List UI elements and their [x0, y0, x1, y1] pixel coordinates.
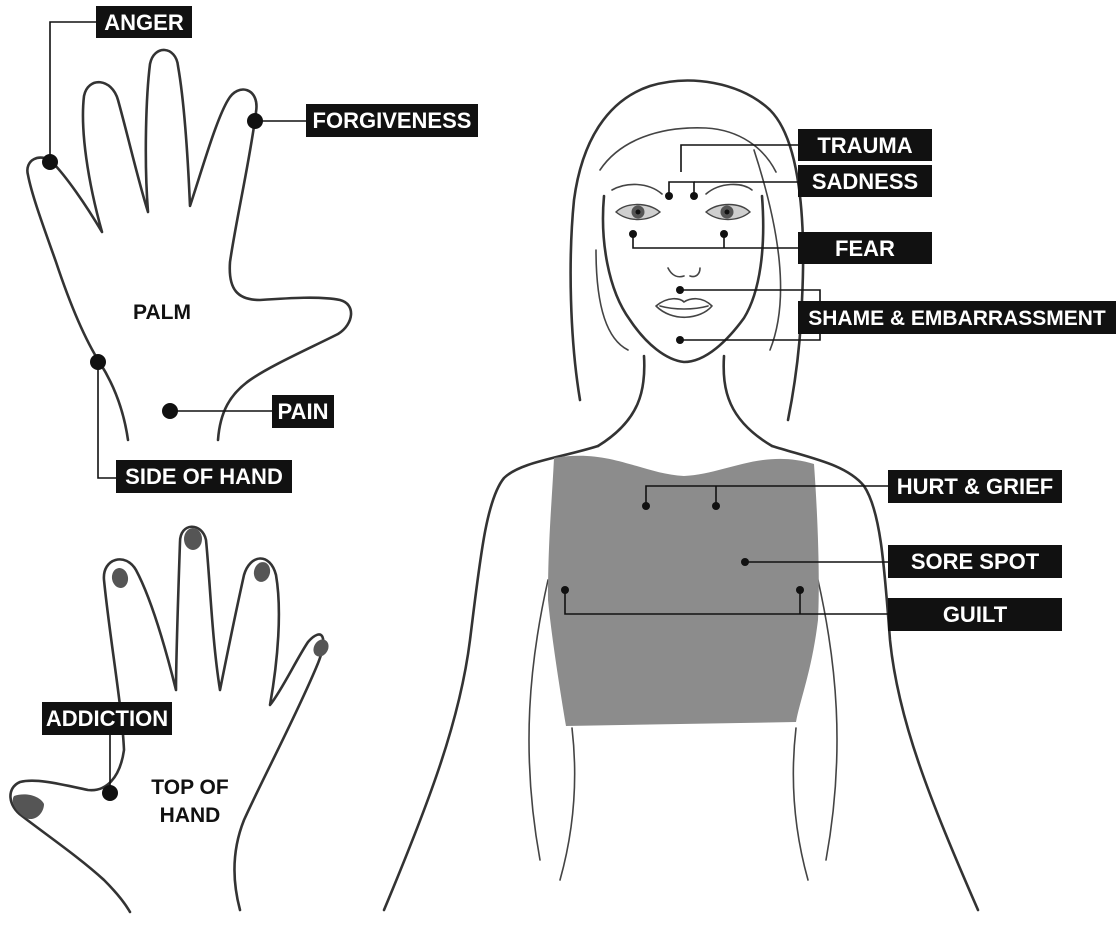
shame-label: SHAME & EMBARRASSMENT — [808, 307, 1106, 330]
forgiveness-label: FORGIVENESS — [313, 108, 472, 133]
addiction-tag: ADDICTION — [42, 702, 172, 735]
sore-spot-point — [741, 558, 749, 566]
guilt-point-right — [796, 586, 804, 594]
trauma-tag: TRAUMA — [798, 129, 932, 161]
pain-tag: PAIN — [272, 395, 334, 428]
right-eye — [706, 205, 750, 220]
thumb-nail — [13, 794, 44, 819]
fear-point-left — [629, 230, 637, 238]
guilt-point-left — [561, 586, 569, 594]
addiction-label: ADDICTION — [46, 706, 168, 731]
side-of-hand-tag: SIDE OF HAND — [116, 460, 292, 493]
forgiveness-point — [247, 113, 263, 129]
sore-spot-tag: SORE SPOT — [888, 545, 1062, 578]
sadness-label: SADNESS — [812, 169, 918, 194]
fear-tag: FEAR — [798, 232, 932, 264]
hurt-grief-point-left — [642, 502, 650, 510]
anger-tag: ANGER — [96, 6, 192, 38]
palm-caption: PALM — [133, 301, 191, 324]
anger-label: ANGER — [104, 10, 184, 35]
sore-spot-label: SORE SPOT — [911, 549, 1040, 574]
side-of-hand-label: SIDE OF HAND — [125, 464, 283, 489]
middle-nail — [184, 528, 202, 550]
shame-tag: SHAME & EMBARRASSMENT — [798, 301, 1116, 334]
anger-point — [42, 154, 58, 170]
trauma-label: TRAUMA — [817, 133, 912, 158]
pinky-nail — [310, 637, 331, 660]
hurt-grief-tag: HURT & GRIEF — [888, 470, 1062, 503]
top-of-hand-caption-line1: TOP OF — [151, 776, 229, 799]
pain-label: PAIN — [278, 399, 329, 424]
forgiveness-tag: FORGIVENESS — [306, 104, 478, 137]
left-eye — [616, 205, 660, 220]
guilt-label: GUILT — [943, 602, 1008, 627]
sadness-point-right — [690, 192, 698, 200]
top-of-hand-caption-line2: HAND — [160, 804, 221, 827]
addiction-point — [102, 785, 118, 801]
guilt-tag: GUILT — [888, 598, 1062, 631]
shame-point-chin — [676, 336, 684, 344]
fear-label: FEAR — [835, 236, 895, 261]
hurt-grief-point-right — [712, 502, 720, 510]
side-of-hand-point — [90, 354, 106, 370]
palm-hand-illustration — [27, 50, 351, 440]
hurt-grief-label: HURT & GRIEF — [897, 474, 1053, 499]
pain-point — [162, 403, 178, 419]
fear-point-right — [720, 230, 728, 238]
sadness-point-left — [665, 192, 673, 200]
sadness-tag: SADNESS — [798, 165, 932, 197]
shame-point-upper — [676, 286, 684, 294]
crop-top — [548, 456, 819, 726]
index-nail — [110, 567, 129, 589]
